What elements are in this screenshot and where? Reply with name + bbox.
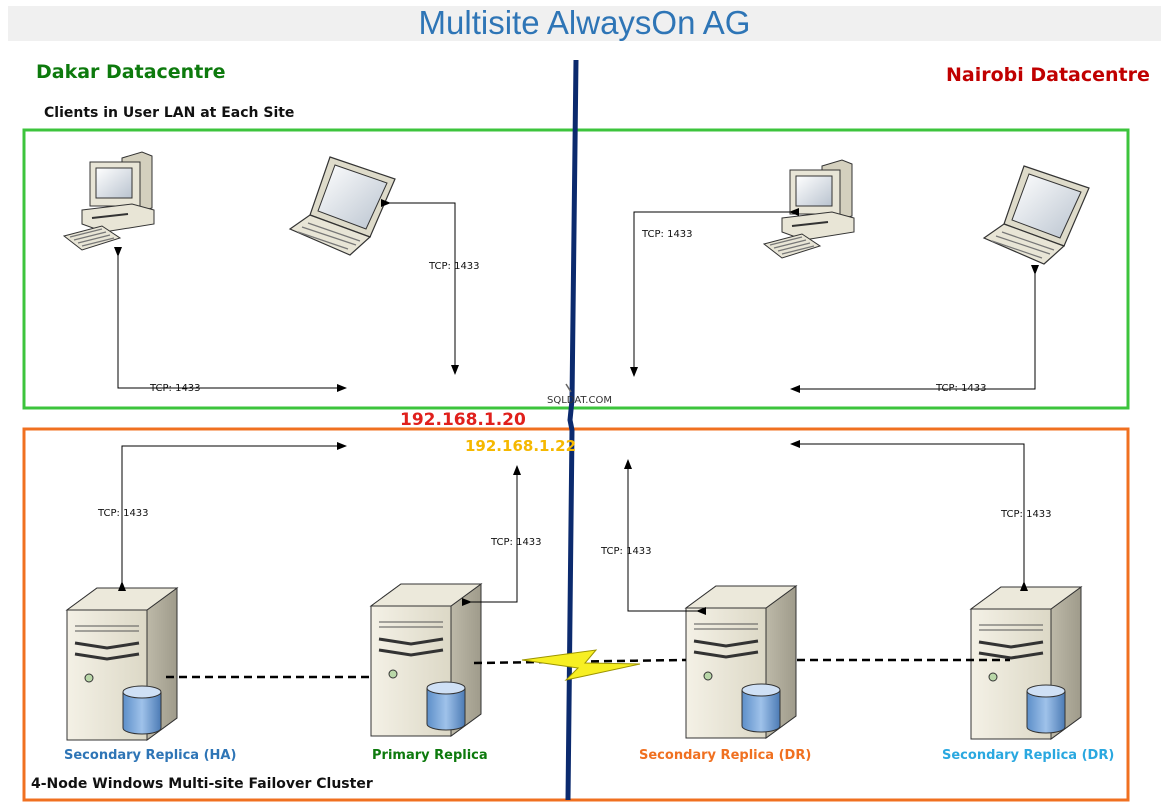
divider-break-mark: [565, 383, 572, 393]
cluster-label: 4-Node Windows Multi-site Failover Clust…: [31, 776, 373, 792]
dakar-desktop-icon: [63, 151, 155, 251]
ha-server-link: [118, 442, 347, 591]
clients-label: Clients in User LAN at Each Site: [44, 105, 295, 121]
lightning-bolt-icon: [521, 649, 641, 681]
nairobi-desktop-link: [630, 208, 799, 377]
nairobi-site-label: Nairobi Datacentre: [946, 64, 1150, 86]
dr2-server-link: [790, 440, 1028, 591]
tcp-label-dr2-server: TCP: 1433: [1001, 509, 1052, 520]
label-primary-replica: Primary Replica: [372, 748, 488, 763]
dakar-laptop-link: [381, 199, 459, 375]
listener-ip-secondary: 192.168.1.22: [465, 437, 577, 455]
tcp-label-dakar-laptop: TCP: 1433: [429, 261, 480, 272]
label-secondary-replica-dr-2: Secondary Replica (DR): [942, 748, 1115, 763]
secondary-dr1-server-icon: [684, 584, 798, 740]
tcp-label-primary-server: TCP: 1433: [491, 537, 542, 548]
title-bar: [8, 6, 1161, 41]
tcp-label-dakar-desktop: TCP: 1433: [150, 383, 201, 394]
primary-server-icon: [369, 582, 483, 738]
site-divider: [565, 59, 579, 801]
dakar-laptop-icon: [289, 156, 396, 256]
tcp-label-nairobi-desktop: TCP: 1433: [642, 229, 693, 240]
tcp-label-dr1-server: TCP: 1433: [601, 546, 652, 557]
dakar-desktop-link: [114, 247, 347, 392]
dakar-site-label: Dakar Datacentre: [36, 61, 226, 83]
cluster-box: [22, 427, 1130, 802]
secondary-dr2-server-icon: [969, 585, 1083, 741]
nairobi-laptop-link: [790, 265, 1039, 393]
server-connections: [118, 440, 1028, 615]
listener-ip-primary: 192.168.1.20: [400, 410, 526, 430]
secondary-ha-server-icon: [65, 586, 179, 742]
label-secondary-replica-dr-1: Secondary Replica (DR): [639, 748, 812, 763]
nairobi-laptop-icon: [983, 165, 1090, 265]
diagram-title: Multisite AlwaysOn AG: [418, 4, 751, 41]
nairobi-desktop-icon: [763, 159, 855, 259]
dr1-server-link: [624, 459, 706, 615]
label-secondary-replica-ha: Secondary Replica (HA): [64, 748, 237, 763]
tcp-label-ha-server: TCP: 1433: [98, 508, 149, 519]
watermark: SQLDAT.COM: [547, 395, 612, 406]
primary-server-link: [462, 465, 521, 606]
tcp-label-nairobi-laptop: TCP: 1433: [936, 383, 987, 394]
client-connections: [114, 199, 1039, 393]
